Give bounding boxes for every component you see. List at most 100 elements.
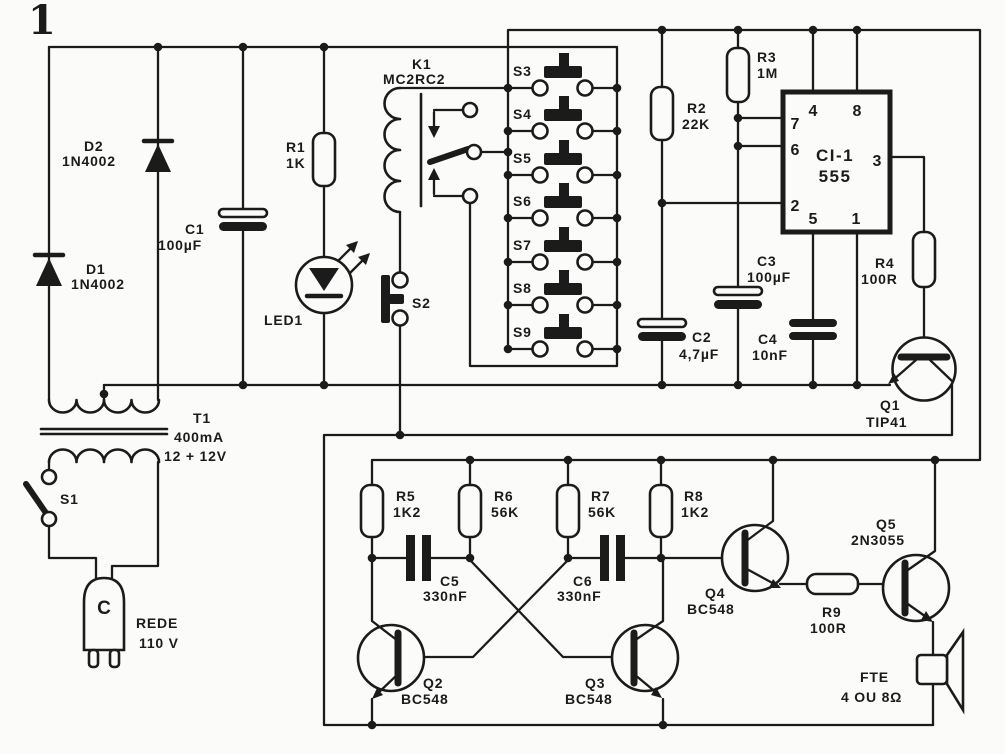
resistor-r7-value: 56K xyxy=(588,504,616,520)
resistor-r4: R4 100R xyxy=(861,230,937,289)
switch-s8-label: S8 xyxy=(513,280,532,296)
resistor-r9-value: 100R xyxy=(810,620,847,636)
resistor-r2-name: R2 xyxy=(687,100,707,116)
ic-555: 4 8 7 6 2 5 1 3 CI-1 555 xyxy=(780,89,893,235)
capacitor-c1: C1 100µF xyxy=(158,207,269,253)
transformer-t1-current: 400mA xyxy=(174,429,224,445)
resistor-r6-value: 56K xyxy=(491,504,519,520)
resistor-r8-name: R8 xyxy=(684,488,704,504)
switch-s6: S6 xyxy=(513,183,594,227)
resistor-r9-name: R9 xyxy=(822,604,842,620)
resistor-r7-name: R7 xyxy=(591,488,611,504)
mains-plug-letter: C xyxy=(97,598,111,619)
ic-555-pin4: 4 xyxy=(809,103,818,120)
mains-plug: C REDE 110 V xyxy=(82,576,178,669)
switch-s5-label: S5 xyxy=(513,150,532,166)
resistor-r3: R3 1M xyxy=(725,46,778,104)
transistor-q5: Q5 2N3055 xyxy=(851,458,951,623)
resistor-r5: R5 1K2 xyxy=(359,483,421,539)
ic-555-pin8: 8 xyxy=(853,103,862,120)
switch-s7: S7 xyxy=(513,227,594,271)
speaker-label: FTE xyxy=(860,669,889,685)
led-led1: LED1 xyxy=(264,241,370,328)
ic-555-pin1: 1 xyxy=(852,211,861,228)
capacitor-c3-value: 100µF xyxy=(747,269,791,285)
transformer-t1: T1 400mA 12 + 12V xyxy=(39,398,227,464)
resistor-r3-name: R3 xyxy=(757,49,777,65)
capacitor-c4-value: 10nF xyxy=(752,347,788,363)
switch-s3-label: S3 xyxy=(513,63,532,79)
transistor-q2-value: BC548 xyxy=(401,691,449,707)
transistor-q3-value: BC548 xyxy=(565,691,613,707)
speaker-impedance: 4 OU 8Ω xyxy=(841,689,902,705)
capacitor-c6-name: C6 xyxy=(573,573,593,589)
speaker-fte: FTE 4 OU 8Ω xyxy=(841,627,965,715)
resistor-r2-value: 22K xyxy=(682,116,710,132)
mains-label: REDE xyxy=(136,615,178,631)
switch-s2: S2 xyxy=(381,271,431,327)
ic-555-value: 555 xyxy=(819,167,852,186)
resistor-r4-name: R4 xyxy=(875,255,895,271)
ic-555-pin7: 7 xyxy=(791,116,800,133)
capacitor-c1-name: C1 xyxy=(185,221,205,237)
ic-555-pin2: 2 xyxy=(791,198,800,215)
resistor-r6: R6 56K xyxy=(457,483,519,539)
figure-number: 1 xyxy=(28,0,56,44)
ic-555-pin6: 6 xyxy=(791,142,800,159)
transistor-q1-name: Q1 xyxy=(880,397,900,413)
switch-s3: S3 xyxy=(513,53,594,97)
relay-k1: K1 MC2RC2 xyxy=(383,56,483,214)
transformer-t1-voltage: 12 + 12V xyxy=(164,448,227,464)
resistor-r8: R8 1K2 xyxy=(648,483,709,539)
led-led1-label: LED1 xyxy=(264,312,303,328)
resistor-r8-value: 1K2 xyxy=(681,504,709,520)
switch-s4: S4 xyxy=(513,96,594,140)
transistor-q2-name: Q2 xyxy=(423,675,443,691)
switch-s1: S1 xyxy=(23,468,79,528)
transistor-q5-value: 2N3055 xyxy=(851,532,905,548)
capacitor-c3-name: C3 xyxy=(757,253,777,269)
switch-s4-label: S4 xyxy=(513,106,532,122)
diode-d1-name: D1 xyxy=(86,261,106,277)
capacitor-c1-value: 100µF xyxy=(158,237,202,253)
capacitor-c2: C2 4,7µF xyxy=(636,317,719,362)
relay-k1-name: K1 xyxy=(412,56,432,72)
resistor-r4-value: 100R xyxy=(861,271,898,287)
transistor-q3-name: Q3 xyxy=(585,675,605,691)
switch-s9-label: S9 xyxy=(513,324,532,340)
resistor-r1-name: R1 xyxy=(286,139,306,155)
transistor-q4: Q4 BC548 xyxy=(687,458,790,617)
capacitor-c5-name: C5 xyxy=(440,573,460,589)
transistor-q2: Q2 BC548 xyxy=(356,556,449,727)
capacitor-c5: C5 330nF xyxy=(406,535,467,604)
ic-555-name: CI-1 xyxy=(816,146,854,165)
switch-s5: S5 xyxy=(513,140,594,184)
diode-d2: D2 1N4002 xyxy=(62,138,175,172)
capacitor-c2-name: C2 xyxy=(692,329,712,345)
capacitor-c6: C6 330nF xyxy=(557,535,625,604)
transformer-t1-name: T1 xyxy=(193,410,211,426)
capacitor-c2-value: 4,7µF xyxy=(679,346,719,362)
transistor-q5-name: Q5 xyxy=(876,516,896,532)
capacitor-c5-value: 330nF xyxy=(423,588,467,604)
transistor-q4-value: BC548 xyxy=(687,601,735,617)
capacitor-c4: C4 10nF xyxy=(752,319,837,363)
switch-s1-label: S1 xyxy=(60,491,79,507)
switch-s2-label: S2 xyxy=(412,295,431,311)
diode-d1: D1 1N4002 xyxy=(32,252,124,292)
capacitor-c4-name: C4 xyxy=(758,331,778,347)
resistor-r3-value: 1M xyxy=(757,65,778,81)
junction-dots xyxy=(99,25,940,730)
switch-s6-label: S6 xyxy=(513,193,532,209)
ic-555-pin3: 3 xyxy=(873,153,882,170)
switch-s9: S9 xyxy=(513,314,594,358)
transistor-q1: Q1 TIP41 xyxy=(866,336,957,430)
diode-d2-value: 1N4002 xyxy=(62,153,116,169)
diode-d2-name: D2 xyxy=(84,138,104,154)
resistor-r7: R7 56K xyxy=(555,483,616,539)
relay-k1-value: MC2RC2 xyxy=(383,71,445,87)
resistor-r9: R9 100R xyxy=(805,572,860,636)
switch-s8: S8 xyxy=(513,270,594,314)
resistor-r5-value: 1K2 xyxy=(393,504,421,520)
